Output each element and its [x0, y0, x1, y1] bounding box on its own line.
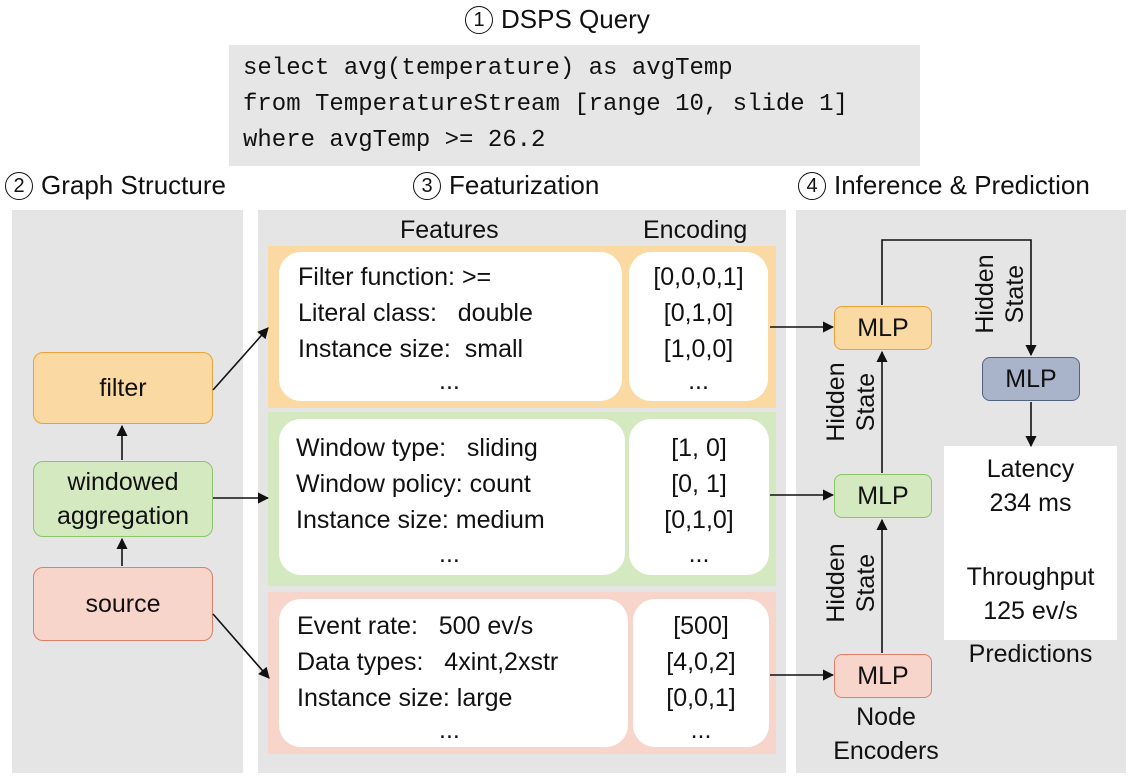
filter-feature-band: Filter function: >= Literal class: doubl… — [268, 246, 776, 408]
mlp-filter: MLP — [834, 306, 932, 350]
step-2-number: 2 — [5, 171, 33, 200]
step-3-number: 3 — [413, 171, 441, 200]
step-1-title: 1 DSPS Query — [465, 4, 650, 35]
throughput-value: 125 ev/s — [983, 597, 1078, 625]
windowed-node-label-line1: windowed — [67, 468, 179, 496]
encoding-text: [1,0,0] — [663, 335, 734, 363]
encoding-text: [500] — [673, 612, 729, 640]
source-node-label: source — [85, 590, 161, 618]
query-line-1: select avg(temperature) as avgTemp — [243, 55, 733, 82]
edge-source-to-features — [212, 613, 270, 679]
feature-text: Event rate: 500 ev/s — [297, 612, 534, 640]
encoding-text: [0, 1] — [671, 470, 727, 498]
throughput-label: Throughput — [966, 563, 1095, 591]
node-encoders-label: Node Encoders — [826, 700, 946, 768]
filter-node-label: filter — [99, 374, 147, 402]
latency-label: Latency — [986, 455, 1075, 483]
feature-text: Literal class: double — [298, 299, 533, 327]
predictions-label: Predictions — [968, 640, 1093, 668]
encoding-text: [0,0,0,1] — [653, 263, 744, 291]
source-encoding-box: [500] [4,0,2] [0,0,1] ... — [633, 599, 769, 747]
step-3-title: 3 Featurization — [413, 170, 599, 201]
mlp-windowed: MLP — [834, 474, 932, 518]
encoding-header: Encoding — [643, 216, 748, 244]
mlp-label: MLP — [1005, 364, 1057, 393]
encoding-ellipsis: ... — [690, 716, 712, 744]
step-3-label: Featurization — [449, 170, 600, 200]
features-header: Features — [400, 216, 499, 244]
filter-features-box: Filter function: >= Literal class: doubl… — [279, 252, 622, 401]
encoding-text: [0,0,1] — [666, 684, 736, 712]
node-encoders-line2: Encoders — [833, 737, 939, 765]
feature-text: Data types: 4xint,2xstr — [297, 648, 559, 676]
query-line-2: from TemperatureStream [range 10, slide … — [243, 91, 848, 118]
feature-text: Instance size: large — [297, 684, 513, 712]
filter-node: filter — [33, 352, 213, 424]
feature-ellipsis: ... — [439, 367, 460, 395]
feature-ellipsis: ... — [439, 716, 460, 744]
encoding-ellipsis: ... — [688, 540, 710, 568]
step-4-number: 4 — [798, 171, 826, 200]
step-2-label: Graph Structure — [41, 170, 226, 200]
step-4-label: Inference & Prediction — [834, 170, 1090, 200]
mlp-source: MLP — [834, 654, 932, 698]
step-2-title: 2 Graph Structure — [5, 170, 226, 201]
step-1-number: 1 — [465, 5, 493, 34]
filter-encoding-box: [0,0,0,1] [0,1,0] [1,0,0] ... — [629, 252, 768, 401]
feature-text: Window type: sliding — [296, 434, 538, 462]
feature-ellipsis: ... — [439, 540, 460, 568]
mlp-label: MLP — [857, 313, 909, 342]
edge-filter-to-features — [212, 327, 269, 391]
node-encoders-line1: Node — [856, 703, 916, 731]
source-features-box: Event rate: 500 ev/s Data types: 4xint,2… — [279, 599, 628, 747]
source-node: source — [33, 567, 213, 641]
windowed-node-label-line2: aggregation — [56, 502, 190, 530]
encoding-text: [1, 0] — [671, 434, 727, 462]
source-feature-band: Event rate: 500 ev/s Data types: 4xint,2… — [268, 592, 776, 754]
encoding-text: [0,1,0] — [663, 299, 734, 327]
latency-value: 234 ms — [989, 489, 1072, 517]
encoding-text: [0,1,0] — [664, 506, 734, 534]
mlp-prediction-head: MLP — [982, 357, 1080, 401]
mlp-label: MLP — [857, 481, 909, 510]
windowed-feature-band: Window type: sliding Window policy: coun… — [268, 412, 776, 586]
mlp-label: MLP — [857, 661, 909, 690]
windowed-encoding-box: [1, 0] [0, 1] [0,1,0] ... — [629, 419, 769, 575]
feature-text: Window policy: count — [296, 470, 531, 498]
edge-filter-mlp-to-head — [881, 239, 1037, 357]
step-4-title: 4 Inference & Prediction — [798, 170, 1090, 201]
query-line-3: where avgTemp >= 26.2 — [243, 127, 546, 154]
feature-text: Filter function: >= — [298, 263, 492, 291]
encoding-ellipsis: ... — [688, 367, 709, 395]
windowed-aggregation-node: windowed aggregation — [33, 461, 213, 537]
query-box: select avg(temperature) as avgTemp from … — [229, 45, 920, 166]
feature-text: Instance size: small — [298, 335, 524, 363]
encoding-text: [4,0,2] — [666, 648, 736, 676]
predictions-box: Latency 234 ms Throughput 125 ev/s — [944, 446, 1117, 640]
windowed-features-box: Window type: sliding Window policy: coun… — [279, 419, 625, 575]
step-1-label: DSPS Query — [501, 4, 650, 34]
feature-text: Instance size: medium — [296, 506, 545, 534]
